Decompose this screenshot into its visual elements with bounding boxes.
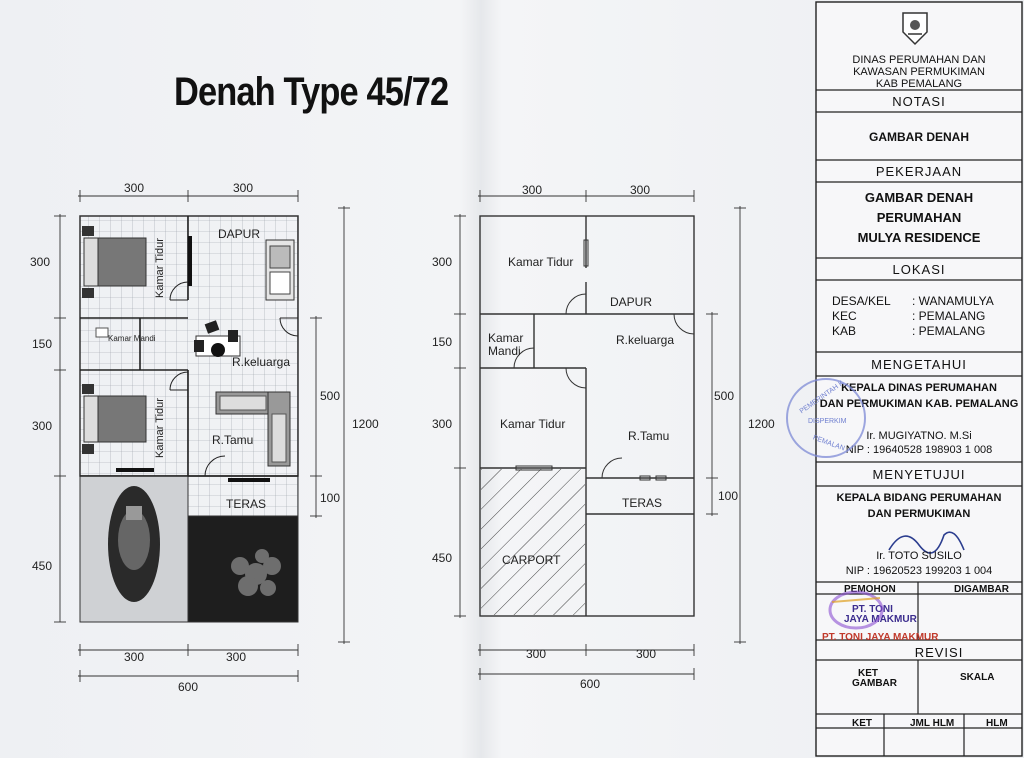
- room-label: DAPUR: [218, 227, 260, 241]
- room-label: Kamar Tidur: [154, 238, 166, 298]
- carport-hatch: [481, 469, 585, 615]
- room-label: R.Tamu: [212, 433, 253, 447]
- room-label: Kamar: [488, 331, 523, 345]
- lokasi-key: DESA/KEL: [832, 294, 891, 308]
- mengetahui-nip: NIP : 19640528 198903 1 008: [845, 444, 993, 456]
- pemohon-label: PEMOHON: [844, 584, 896, 595]
- dim-label: 300: [32, 419, 52, 433]
- dim-label: 450: [32, 559, 52, 573]
- dim-label: 100: [718, 489, 738, 503]
- digambar-label: DIGAMBAR: [954, 584, 1009, 595]
- bed-icon: [82, 384, 147, 454]
- floor-plan-outline: 300 300 300 300 600 300 150 300 450 500 …: [432, 183, 775, 691]
- footer-hlm: HLM: [986, 718, 1008, 729]
- floor-plan-furnished: 300 300 300 300 600 300 150 300 450 500 …: [30, 181, 379, 694]
- lokasi-value: : PEMALANG: [912, 324, 986, 338]
- dim-label: 150: [32, 337, 52, 351]
- dim-label: 1200: [352, 417, 379, 431]
- dim-label: 150: [432, 335, 452, 349]
- room-label: R.Tamu: [628, 429, 669, 443]
- agency-line: DINAS PERUMAHAN DAN: [852, 54, 986, 66]
- room-label: TERAS: [622, 496, 662, 510]
- page-title: Denah Type 45/72: [174, 70, 449, 114]
- room-label: R.keluarga: [232, 355, 290, 369]
- company-stamp-text: JAYA MAKMUR: [844, 614, 917, 625]
- dim-label: 300: [522, 183, 542, 197]
- dim-label: 300: [124, 650, 144, 664]
- room-label: DAPUR: [610, 295, 652, 309]
- revisi-label: REVISI: [914, 645, 964, 660]
- menyetujui-title: DAN PERMUKIMAN: [867, 508, 971, 520]
- dim-label: 500: [714, 389, 734, 403]
- car-icon: [108, 486, 160, 602]
- menyetujui-name: Ir. TOTO SUSILO: [876, 550, 962, 562]
- dim-label: 300: [432, 417, 452, 431]
- ket-label: KET: [858, 668, 878, 679]
- mengetahui-name: Ir. MUGIYATNO. M.Si: [866, 430, 972, 442]
- menyetujui-nip: NIP : 19620523 199203 1 004: [845, 565, 993, 577]
- dim-label: 500: [320, 389, 340, 403]
- footer-ket: KET: [852, 718, 872, 729]
- pekerjaan-line: PERUMAHAN: [876, 210, 962, 225]
- bed-icon: [82, 226, 147, 298]
- lokasi-key: KAB: [832, 324, 857, 338]
- lokasi-label: LOKASI: [892, 262, 946, 277]
- dim-label: 300: [226, 650, 246, 664]
- company-stamp-icon: [828, 590, 884, 630]
- menyetujui-label: MENYETUJUI: [872, 467, 966, 482]
- room-label: Kamar Tidur: [500, 417, 565, 431]
- company-line: PT. TONI JAYA MAKMUR: [822, 632, 939, 643]
- mengetahui-title: KEPALA DINAS PERUMAHAN: [841, 382, 997, 394]
- sofa-icon: [215, 391, 291, 467]
- room-label: Mandi: [488, 344, 521, 358]
- lokasi-value: : PEMALANG: [912, 309, 986, 323]
- dim-label: 300: [636, 647, 656, 661]
- company-stamp-text: PT. TONI: [852, 604, 893, 615]
- official-stamp-icon: [786, 378, 866, 458]
- regency-emblem-icon: [902, 12, 928, 46]
- signature-icon: [888, 531, 965, 554]
- skala-label: SKALA: [960, 672, 995, 683]
- plant-icon: [231, 549, 281, 596]
- dim-label: 300: [233, 181, 253, 195]
- room-label: Kamar Tidur: [508, 255, 573, 269]
- room-label: R.keluarga: [616, 333, 674, 347]
- pekerjaan-label: PEKERJAAN: [875, 164, 963, 179]
- stamp-text: DISPERKIM: [808, 418, 847, 425]
- dim-label: 1200: [748, 417, 775, 431]
- title-block-frame: [815, 1, 1023, 757]
- menyetujui-title: KEPALA BIDANG PERUMAHAN: [836, 492, 1002, 504]
- notasi-value: GAMBAR DENAH: [869, 130, 969, 144]
- agency-line: KAB PEMALANG: [875, 78, 963, 90]
- toilet-icon: [95, 327, 109, 338]
- dim-label: 600: [178, 680, 198, 694]
- room-label: Kamar Tidur: [154, 398, 166, 458]
- agency-line: KAWASAN PERMUKIMAN: [853, 66, 985, 78]
- dining-table-icon: [194, 320, 241, 357]
- pekerjaan-line: GAMBAR DENAH: [864, 190, 974, 205]
- dim-label: 300: [630, 183, 650, 197]
- dim-label: 300: [124, 181, 144, 195]
- room-label: CARPORT: [502, 553, 561, 567]
- dim-label: 600: [580, 677, 600, 691]
- dim-label: 300: [432, 255, 452, 269]
- lokasi-value: : WANAMULYA: [912, 294, 994, 308]
- gambar-label: GAMBAR: [852, 678, 897, 689]
- mengetahui-title: DAN PERMUKIMAN KAB. PEMALANG: [819, 398, 1019, 410]
- dim-label: 100: [320, 491, 340, 505]
- mengetahui-label: MENGETAHUI: [871, 357, 967, 372]
- dim-label: 300: [30, 255, 50, 269]
- title-block: DINAS PERUMAHAN DAN KAWASAN PERMUKIMAN K…: [814, 0, 1024, 758]
- notasi-label: NOTASI: [892, 94, 946, 109]
- dim-label: 450: [432, 551, 452, 565]
- lokasi-key: KEC: [832, 309, 857, 323]
- pekerjaan-line: MULYA RESIDENCE: [857, 230, 981, 245]
- footer-jml-hlm: JML HLM: [910, 718, 955, 729]
- room-label: TERAS: [226, 497, 266, 511]
- kitchen-sink-icon: [265, 239, 295, 301]
- room-label: Kamar Mandi: [108, 334, 156, 343]
- dim-label: 300: [526, 647, 546, 661]
